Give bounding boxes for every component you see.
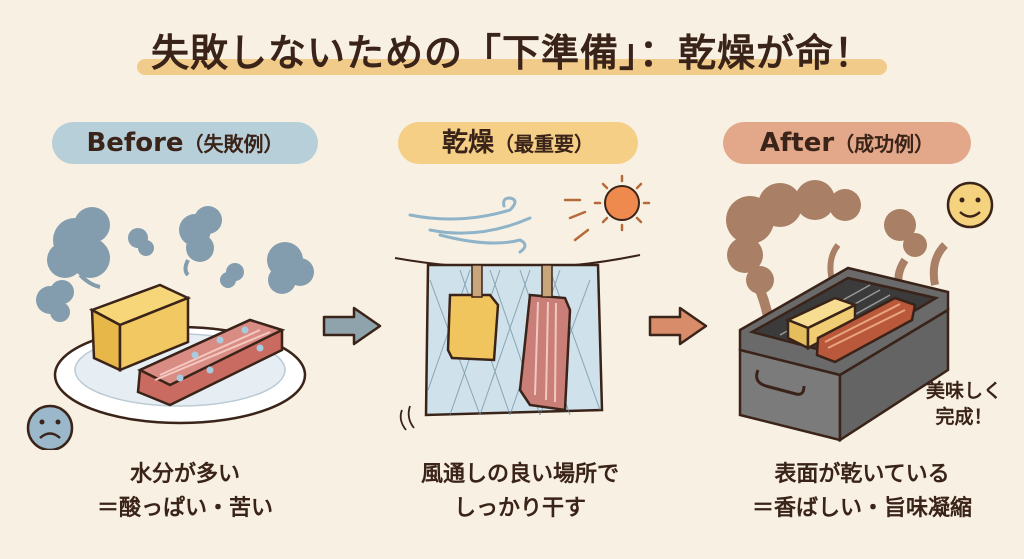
dry-caption-line-2: しっかり干す: [453, 496, 586, 521]
smoked-meat-icon: [815, 296, 917, 364]
after-illustration: [726, 180, 994, 443]
cheese-block-icon: [88, 283, 192, 372]
hanging-meat-icon: [518, 293, 572, 412]
dry-heading: 乾燥: [441, 128, 494, 158]
after-caption: 表面が乾いている ＝香ばしい・旨味凝縮: [712, 458, 1012, 526]
smoke-icon: [726, 180, 948, 331]
before-illustration: [26, 206, 314, 450]
page-title-text: 失敗しないための「下準備」：乾燥が命！: [150, 31, 873, 75]
before-heading-sub: （失敗例）: [183, 132, 284, 156]
dry-heading-pill: 乾燥（最重要）: [398, 122, 638, 164]
arrow-before-to-dry: [322, 306, 382, 346]
wet-meat-icon: [136, 318, 286, 407]
before-heading-pill: Before（失敗例）: [52, 122, 318, 164]
arrow-dry-to-after: [648, 306, 708, 346]
clothespin-icon: [471, 264, 553, 298]
before-heading: Before: [86, 128, 184, 158]
dry-illustration: [394, 174, 651, 431]
after-heading-pill: After（成功例）: [723, 122, 971, 164]
finished-note-line-1: 美味しく: [925, 380, 1002, 402]
sun-icon: [563, 174, 651, 242]
dry-caption: 風通しの良い場所で しっかり干す: [375, 458, 665, 526]
finished-note-line-2: 完成！: [935, 406, 993, 428]
after-heading-sub: （成功例）: [834, 132, 935, 156]
before-caption-line-2: ＝酸っぱい・苦い: [96, 496, 273, 521]
steam-clouds-icon: [36, 206, 314, 322]
wind-icon: [408, 196, 532, 254]
hanging-cheese-icon: [446, 293, 500, 362]
before-caption: 水分が多い ＝酸っぱい・苦い: [60, 458, 310, 526]
finished-note: 美味しく 完成！: [918, 378, 1010, 430]
motion-lines: [399, 405, 415, 431]
title-banner: 失敗しないための「下準備」：乾燥が命！: [0, 22, 1024, 77]
happy-face-icon: [946, 181, 994, 229]
page-title: 失敗しないための「下準備」：乾燥が命！: [136, 22, 887, 77]
before-caption-line-1: 水分が多い: [129, 462, 240, 487]
dry-heading-sub: （最重要）: [494, 132, 594, 156]
after-caption-line-2: ＝香ばしい・旨味凝縮: [751, 496, 972, 521]
dry-caption-line-1: 風通しの良い場所で: [420, 462, 619, 487]
after-caption-line-1: 表面が乾いている: [774, 462, 950, 487]
after-heading: After: [759, 128, 835, 158]
sad-face-icon: [26, 404, 74, 450]
